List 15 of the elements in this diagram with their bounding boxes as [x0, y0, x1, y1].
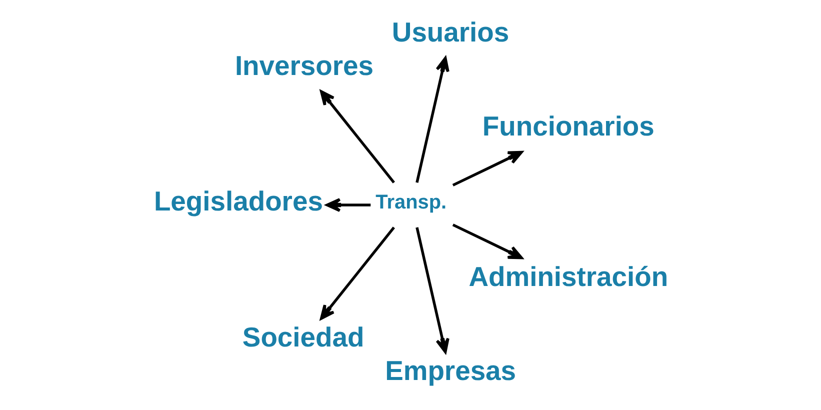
arrow: [320, 90, 394, 184]
node-text: Legisladores: [153, 186, 322, 217]
node-text: Transp.: [375, 191, 446, 214]
arrow: [452, 224, 522, 260]
arrow: [325, 198, 370, 212]
node-text: Empresas: [384, 355, 516, 386]
arrow: [415, 56, 449, 183]
node-text: Inversores: [234, 50, 374, 81]
node-text: Sociedad: [242, 322, 364, 353]
arrow: [452, 150, 522, 186]
arrow: [415, 227, 449, 354]
arrow: [320, 226, 394, 320]
node-text: Administración: [468, 261, 668, 292]
node-text: Funcionarios: [482, 110, 654, 142]
node-text: Usuarios: [391, 16, 509, 48]
